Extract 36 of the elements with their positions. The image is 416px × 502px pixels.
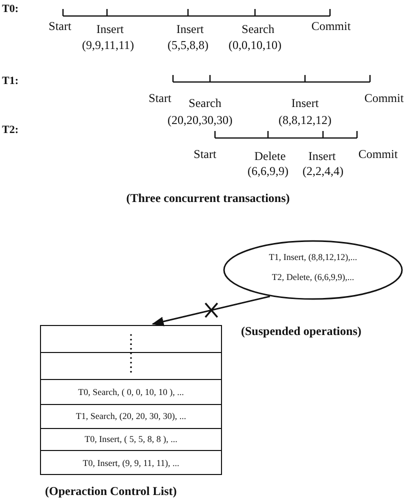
- operation-entry: T0, Insert, ( 5, 5, 8, 8 ), ...: [84, 434, 178, 444]
- operation-label: Commit: [358, 148, 398, 160]
- transaction-name: T0:: [2, 4, 18, 15]
- list-table: [40, 325, 222, 475]
- operation-label: Insert: [96, 23, 124, 35]
- operation-label: Insert: [176, 23, 204, 35]
- caption: (Three concurrent transactions): [126, 192, 290, 204]
- operation-entry: T1, Search, (20, 20, 30, 30), ...: [76, 411, 186, 422]
- operation-label: Commit: [364, 92, 404, 104]
- operation-label: Start: [48, 20, 72, 32]
- operation-label: Search: [242, 23, 274, 35]
- operation-label: Search: [188, 97, 222, 109]
- rectangle-coordinates: (8,8,12,12): [278, 114, 332, 126]
- rectangle-coordinates: (0,0,10,10): [228, 39, 282, 51]
- rectangle-coordinates: (2,2,4,4): [302, 165, 344, 177]
- arrow: [152, 296, 270, 326]
- operation-label: Commit: [311, 20, 351, 32]
- operation-entry: T0, Insert, (9, 9, 11, 11), ...: [82, 458, 180, 468]
- operation-label: Insert: [291, 97, 319, 109]
- rectangle-coordinates: (5,5,8,8): [168, 39, 208, 51]
- operation-label: Start: [148, 92, 172, 104]
- operation-entry: T2, Delete, (6,6,9,9),...: [270, 272, 356, 282]
- transaction-name: T2:: [2, 125, 18, 136]
- operation-label: Delete: [254, 150, 286, 162]
- node-label: (Operaction Control List): [45, 484, 177, 499]
- operation-entry: T0, Search, ( 0, 0, 10, 10 ), ...: [78, 387, 184, 398]
- operation-entry: T1, Insert, (8,8,12,12),...: [268, 252, 358, 262]
- transaction-name: T1:: [2, 76, 18, 87]
- rectangle-coordinates: (6,6,9,9): [248, 165, 288, 177]
- operation-label: Insert: [308, 150, 336, 162]
- rectangle-coordinates: (20,20,30,30): [168, 114, 232, 126]
- rectangle-coordinates: (9,9,11,11): [82, 39, 134, 51]
- node-label: (Suspended operations): [241, 324, 362, 339]
- empty-list-entry: [41, 352, 221, 380]
- ellipse: [223, 240, 403, 300]
- operation-label: Start: [194, 148, 216, 160]
